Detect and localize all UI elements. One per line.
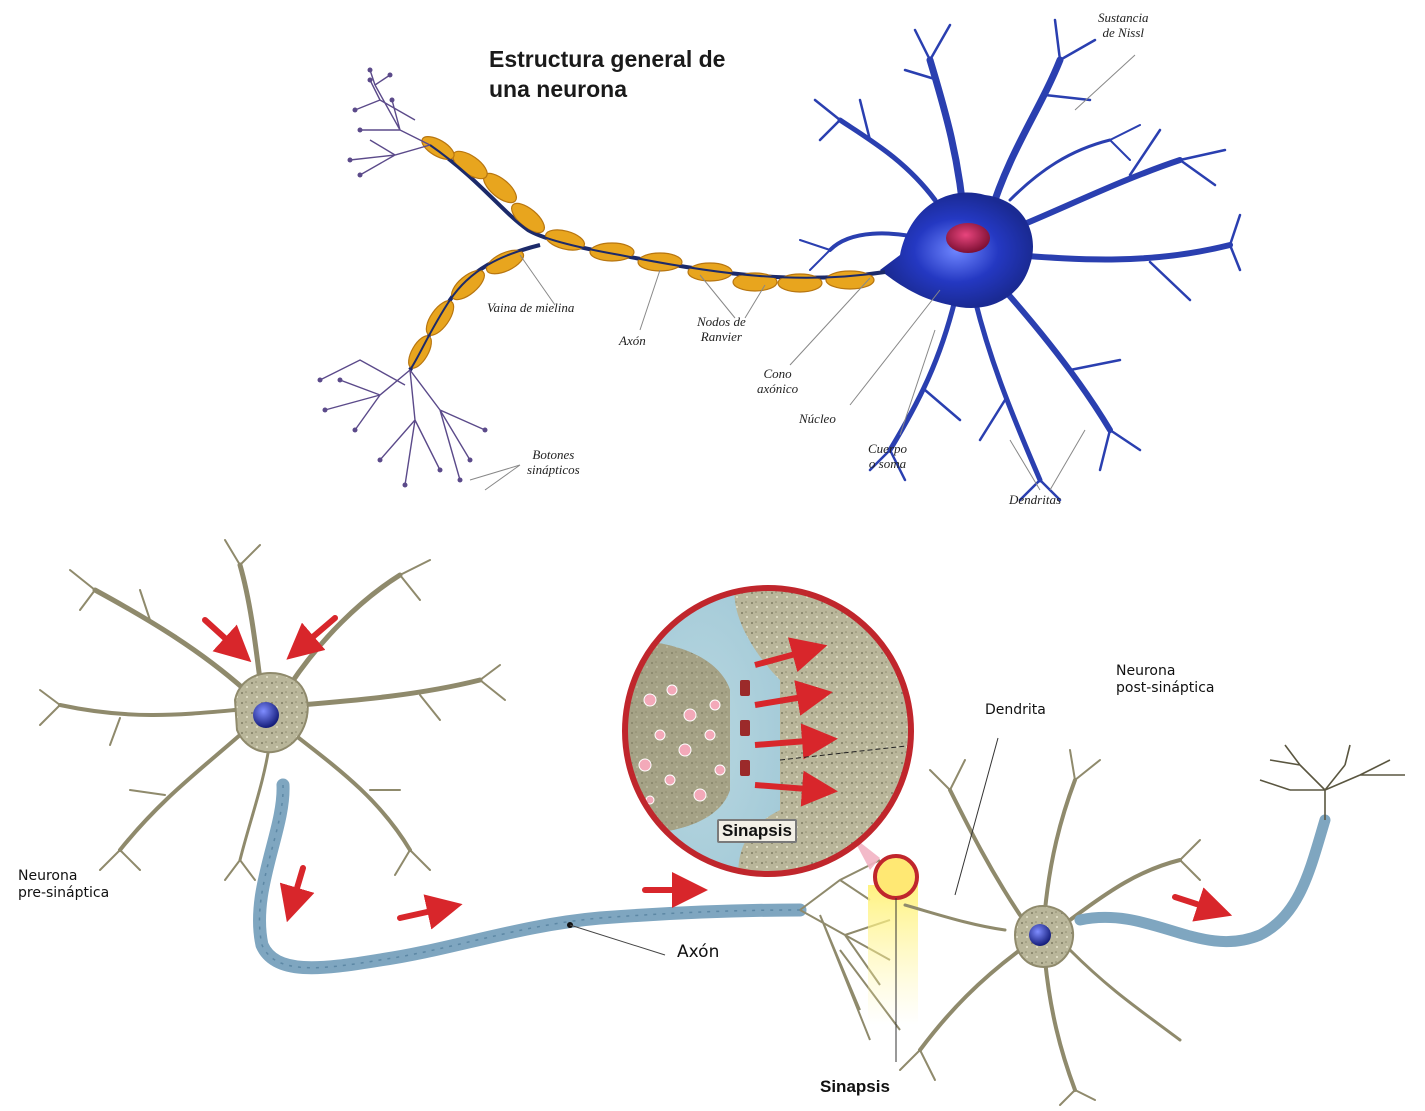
label-neurona-post: Neurona post-sináptica [1116,663,1214,697]
label-neurona-post-line-2: post-sináptica [1116,680,1214,697]
upper-terminal-arbor [350,70,430,175]
label-sinapsis: Sinapsis [820,1077,890,1097]
label-sustancia-nissl-line-2: de Nissl [1098,25,1149,40]
label-cuerpo-soma: Cuerpo o soma [868,441,907,471]
label-nodos-ranvier-line-1: Nodos de [697,314,746,329]
label-sustancia-nissl: Sustancia de Nissl [1098,10,1149,40]
label-neurona-post-line-1: Neurona [1116,663,1214,680]
lower-terminal-boutons [318,378,488,488]
label-dendritas: Dendritas [1009,492,1061,507]
label-nodos-ranvier-line-2: Ranvier [697,329,746,344]
label-sinapsis-zoom: Sinapsis [717,819,797,843]
label-botones-line-2: sinápticos [527,462,580,477]
pre-nucleus [253,702,279,728]
diagram-title-line-1: Estructura general de [489,45,725,74]
diagram-title-line-2: una neurona [489,75,627,104]
post-axon [1080,820,1325,942]
label-cono-axonico-line-2: axónico [757,381,798,396]
label-sustancia-nissl-line-1: Sustancia [1098,10,1149,25]
label-botones-line-1: Botones [527,447,580,462]
label-neurona-pre-line-1: Neurona [18,868,109,885]
label-cuerpo-soma-line-2: o soma [868,456,907,471]
top-neuron [318,20,1241,500]
post-synaptic-neuron [900,745,1405,1105]
synapse-zoom [620,585,920,890]
label-axon-top: Axón [619,333,646,348]
label-cuerpo-soma-line-1: Cuerpo [868,441,907,456]
synapse-highlight-circle [875,856,917,898]
label-nucleo: Núcleo [799,411,836,426]
post-axon-terminal [1260,745,1405,820]
axon-leader [570,925,665,955]
receptors [740,680,750,776]
label-vaina-mielina: Vaina de mielina [487,300,574,315]
post-nucleus [1029,924,1051,946]
label-cono-axonico-line-1: Cono [757,366,798,381]
label-botones-sinapticos: Botones sinápticos [527,447,580,477]
label-neurona-pre: Neurona pre-sináptica [18,868,109,902]
nucleus [946,223,990,253]
label-axon-bottom: Axón [677,944,719,961]
upper-terminal-boutons [348,68,395,178]
lower-terminal-arbor [320,360,485,485]
label-nodos-ranvier: Nodos de Ranvier [697,314,746,344]
label-cono-axonico: Cono axónico [757,366,798,396]
label-dendrita: Dendrita [985,702,1046,719]
label-neurona-pre-line-2: pre-sináptica [18,885,109,902]
